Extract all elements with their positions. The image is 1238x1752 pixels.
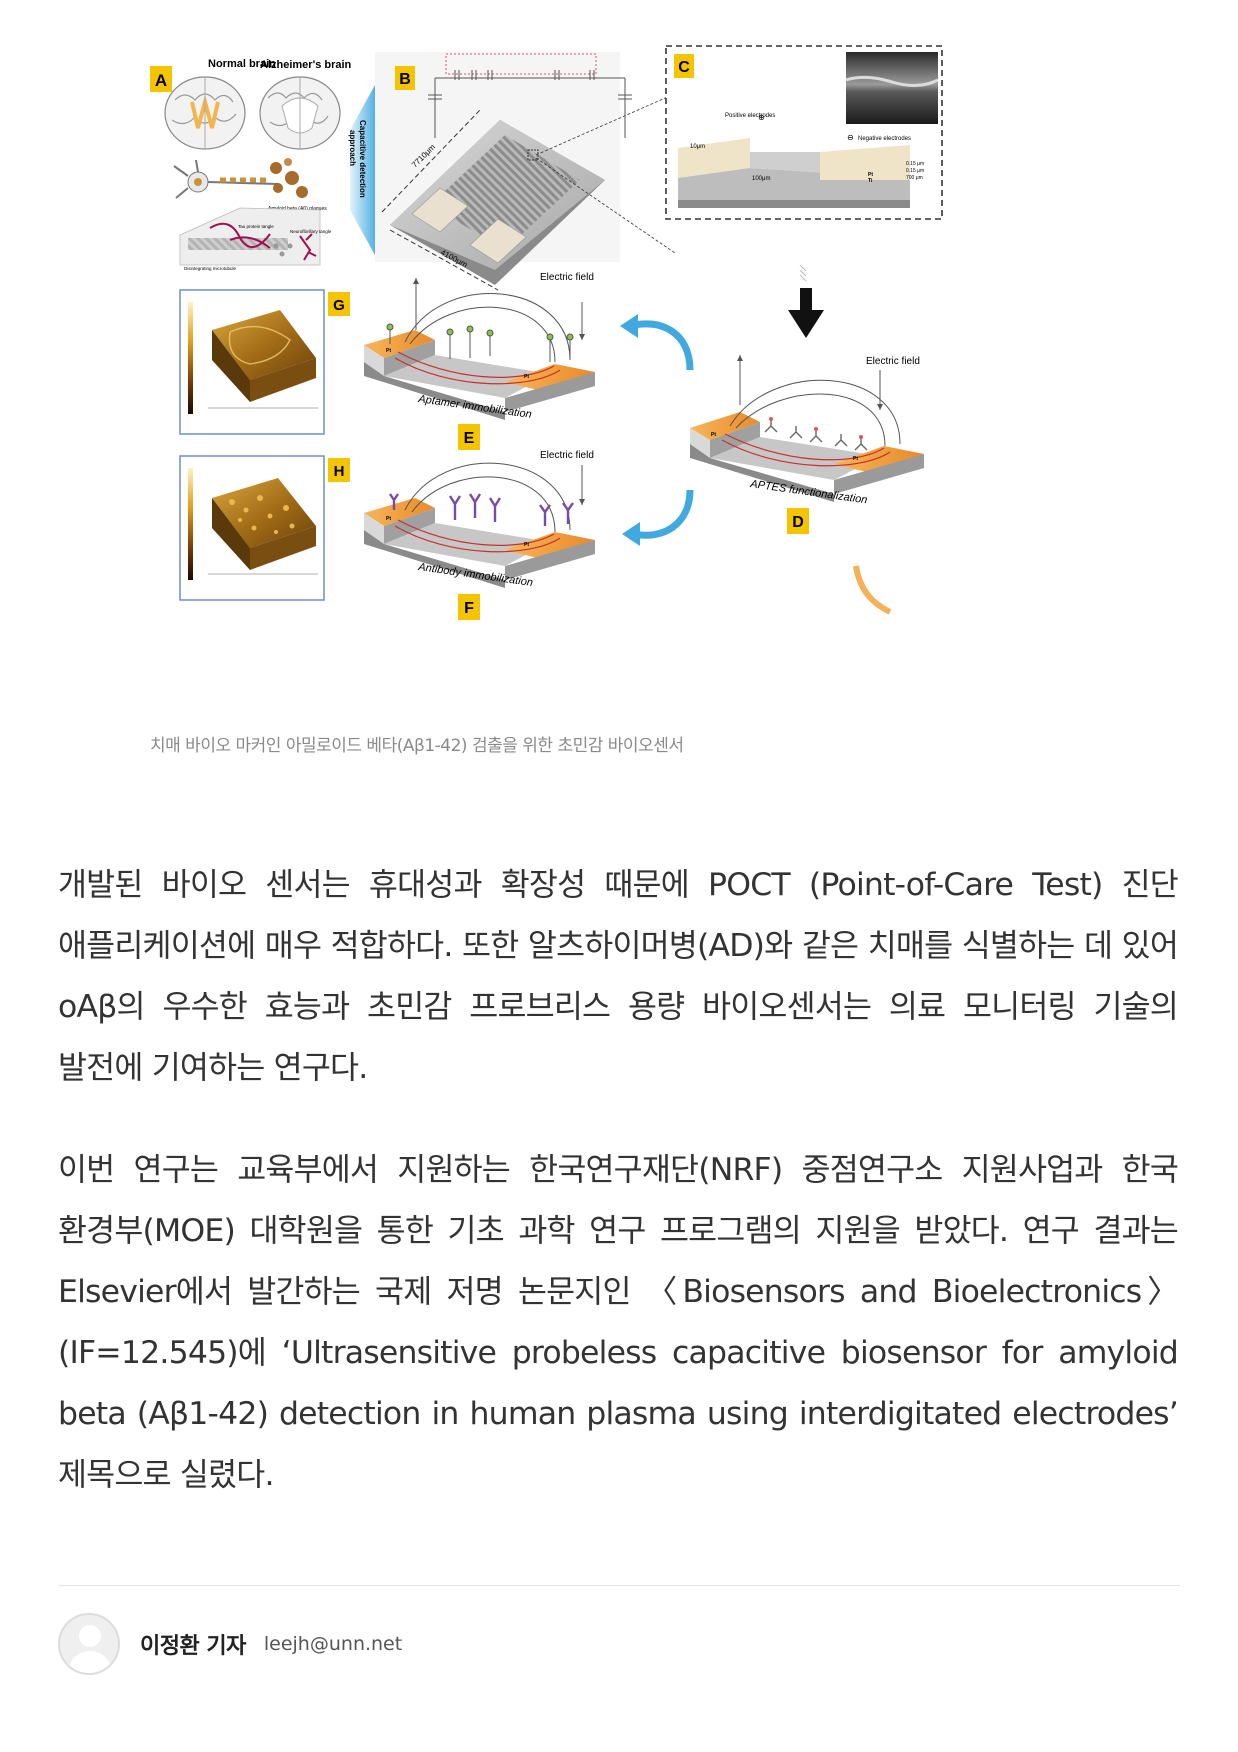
avatar[interactable] xyxy=(58,1613,120,1675)
capacitive-detection-arrow: Capacitive detection approach xyxy=(348,85,375,255)
label-capacitive-1: Capacitive detection xyxy=(358,120,367,198)
color-scale-bar-h xyxy=(188,468,193,580)
panel-e: Electric field Pt Pt Aptamer immobilizat… xyxy=(364,272,595,450)
article-body: 개발된 바이오 센서는 휴대성과 확장성 때문에 POCT (Point-of-… xyxy=(58,855,1179,1506)
article-figure: A Normal brain Alzheimer's brain xyxy=(150,40,1050,700)
panel-label-h: H xyxy=(334,463,345,480)
panel-label-a: A xyxy=(155,71,167,90)
label-neurofibrillary: Neurofibrillary tangle xyxy=(290,229,332,234)
label-pt-e1: Pt xyxy=(386,348,391,354)
label-pt-f2: Pt xyxy=(524,542,529,548)
color-scale-bar-g xyxy=(188,302,193,414)
author-email[interactable]: leejh@unn.net xyxy=(263,1633,403,1655)
panel-label-e-bg xyxy=(458,424,480,450)
microtubule-illustration xyxy=(179,207,321,266)
byline-divider xyxy=(58,1585,1180,1586)
normal-brain-icon xyxy=(164,76,246,150)
label-electric-field-d: Electric field xyxy=(866,356,920,367)
panel-label-d: D xyxy=(792,514,804,531)
panel-b: B 7710μm 4100μm xyxy=(375,52,676,291)
label-thick-2: 0.15 μm xyxy=(906,168,924,174)
label-negative: Negative electrodes xyxy=(858,136,911,142)
panel-label-e: E xyxy=(464,430,475,447)
electrode-cross-section xyxy=(678,138,910,208)
panel-c: C Positive electrodes ⊕ ⊖ Negative elect… xyxy=(665,45,943,220)
biosensor-diagram: A Normal brain Alzheimer's brain xyxy=(150,45,943,620)
label-gap: 10μm xyxy=(690,144,705,150)
label-electric-field-e: Electric field xyxy=(540,272,594,283)
panel-label-b: B xyxy=(399,71,411,88)
amyloid-plaques-icon xyxy=(270,158,308,198)
label-thick-1: 0.15 μm xyxy=(906,161,924,167)
label-ti-c: Ti xyxy=(868,178,873,184)
panel-label-c: C xyxy=(678,59,690,76)
neuron-icon xyxy=(173,159,279,199)
panel-f: Electric field Pt Pt Antibody immobiliza xyxy=(364,450,595,620)
avatar-body-icon xyxy=(68,1651,112,1673)
panel-h: H xyxy=(179,455,350,601)
curved-arrow-lower-icon xyxy=(622,489,694,546)
alzheimers-brain-icon xyxy=(259,76,341,150)
aptamer-molecules xyxy=(386,323,574,362)
panel-a: A Normal brain Alzheimer's brain xyxy=(150,58,352,271)
article-paragraph-2: 이번 연구는 교육부에서 지원하는 한국연구재단(NRF) 중점연구소 지원사업… xyxy=(58,1152,1179,1493)
label-capacitive-2: approach xyxy=(348,130,357,166)
afm-surface-g xyxy=(212,310,316,380)
label-pt-d1: Pt xyxy=(711,432,716,438)
label-pt-e2: Pt xyxy=(524,374,529,380)
down-arrow-icon xyxy=(788,264,824,338)
panel-label-c-bg xyxy=(674,54,694,78)
label-width: 100μm xyxy=(752,176,770,182)
capacitor-circuit xyxy=(428,53,632,138)
label-pt-c: Pt xyxy=(868,172,873,178)
figure-caption: 치매 바이오 마커인 아밀로이드 베타(Aβ1-42) 검출을 위한 초민감 바… xyxy=(150,736,684,756)
panel-g: G xyxy=(179,289,350,435)
afm-surface-h xyxy=(212,478,316,548)
electrode-block-d xyxy=(690,412,924,502)
label-normal-brain: Normal brain xyxy=(208,58,276,70)
avatar-head-icon xyxy=(79,1625,101,1647)
panel-label-b-bg xyxy=(395,66,415,90)
label-positive: Positive electrodes xyxy=(725,113,775,119)
panel-label-d-bg xyxy=(787,508,809,534)
label-amyloid-plaques: Amyloid beta (Aβ) plaques xyxy=(268,206,327,212)
panel-label-g: G xyxy=(333,297,345,314)
panel-label-h-bg xyxy=(328,458,350,482)
curved-arrow-orange-icon xyxy=(853,565,892,615)
electrode-block-e xyxy=(364,330,595,420)
panel-d: Electric field Pt Pt APTES funct xyxy=(690,355,924,534)
sensor-chip xyxy=(390,94,676,285)
panel-label-a-bg xyxy=(150,66,172,92)
panel-label-f-bg xyxy=(458,594,480,620)
label-thick-3: 700 μm xyxy=(906,175,923,181)
sem-image xyxy=(846,52,938,124)
byline: 이정환 기자 leejh@unn.net xyxy=(58,1612,402,1676)
antibody-molecules xyxy=(389,493,574,526)
label-pt-d2: Pt xyxy=(853,456,858,462)
minus-icon: ⊖ xyxy=(847,133,854,142)
label-pt-f1: Pt xyxy=(386,516,391,522)
plus-icon: ⊕ xyxy=(758,113,765,122)
label-microtubule: Disintegrating microtubule xyxy=(184,266,237,271)
label-tau-tangle: Tau protein tangle xyxy=(238,224,274,229)
curved-arrow-upper-icon xyxy=(620,314,694,371)
article-paragraph-1: 개발된 바이오 센서는 휴대성과 확장성 때문에 POCT (Point-of-… xyxy=(58,867,1179,1086)
panel-label-f: F xyxy=(464,600,474,617)
label-electric-field-f: Electric field xyxy=(540,450,594,461)
label-alzheimers-brain: Alzheimer's brain xyxy=(260,59,352,71)
author-name[interactable]: 이정환 기자 xyxy=(140,1634,246,1659)
panel-label-g-bg xyxy=(328,292,350,316)
